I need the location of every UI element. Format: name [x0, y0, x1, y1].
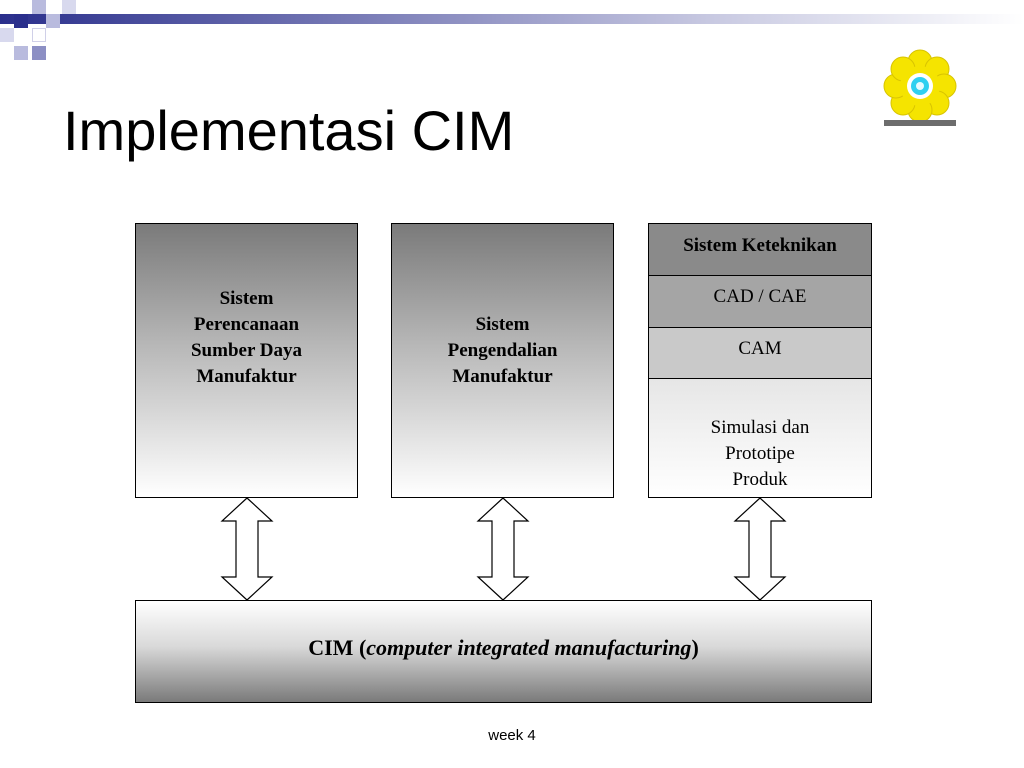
box-resource-planning-label: Sistem Perencanaan Sumber Daya Manufaktu…	[190, 288, 303, 387]
cim-box: CIM (computer integrated manufacturing)	[135, 600, 872, 703]
cim-label-italic: computer integrated manufacturing	[366, 635, 692, 660]
top-band	[0, 14, 1024, 24]
box-manufacturing-control-label: Sistem Pengendalian Manufaktur	[447, 314, 558, 387]
university-logo	[883, 49, 957, 126]
engineering-item-label: CAM	[738, 338, 782, 359]
cim-label-prefix: CIM (	[308, 635, 367, 660]
double-arrow-icon	[476, 497, 530, 601]
box-manufacturing-control: Sistem Pengendalian Manufaktur	[391, 223, 614, 498]
cim-label: CIM (computer integrated manufacturing)	[136, 635, 871, 661]
engineering-item-label: Simulasi dan Prototipe Produk	[710, 417, 810, 490]
double-arrow-icon	[733, 497, 787, 601]
box-engineering-system: Sistem Keteknikan CAD / CAE CAM Simulasi…	[648, 223, 872, 498]
engineering-header-label: Sistem Keteknikan	[683, 235, 837, 256]
engineering-item-cam: CAM	[649, 328, 871, 379]
cim-label-suffix: )	[691, 635, 699, 660]
engineering-item-label: CAD / CAE	[713, 286, 807, 307]
engineering-header: Sistem Keteknikan	[649, 224, 871, 276]
page-title: Implementasi CIM	[63, 99, 515, 162]
double-arrow-icon	[220, 497, 274, 601]
box-resource-planning: Sistem Perencanaan Sumber Daya Manufaktu…	[135, 223, 358, 498]
engineering-item-cad-cae: CAD / CAE	[649, 276, 871, 328]
slide-footer: week 4	[488, 727, 536, 744]
engineering-item-simulation: Simulasi dan Prototipe Produk	[649, 379, 871, 497]
